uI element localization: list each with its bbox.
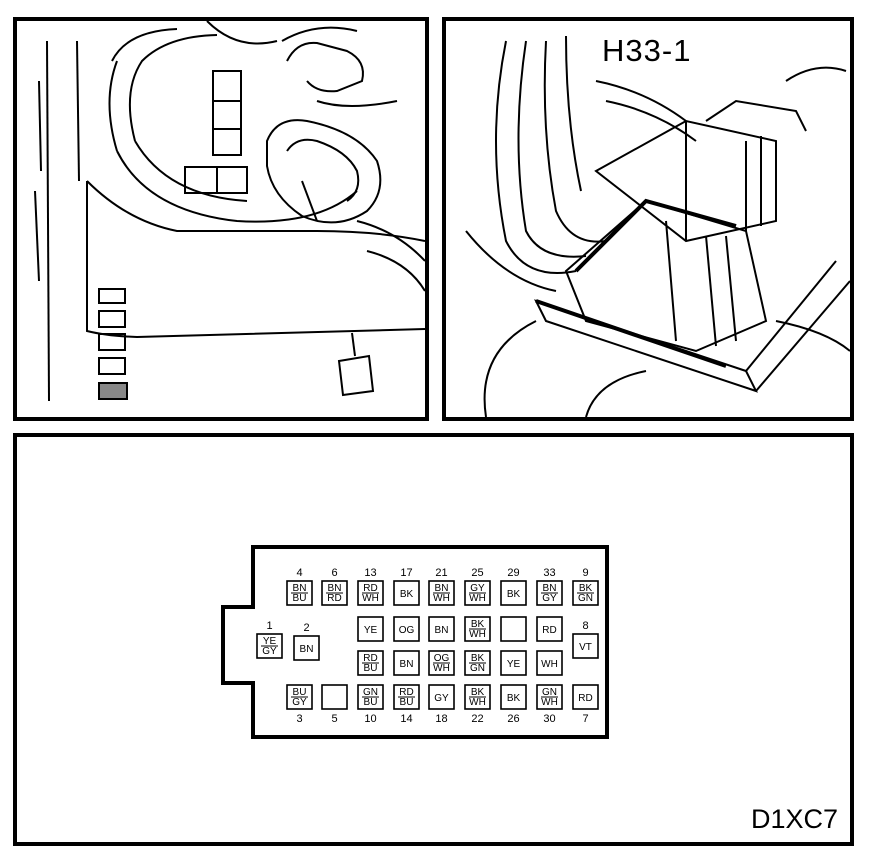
wire-color-label: WH — [541, 659, 558, 670]
pin-number-label: 8 — [582, 620, 588, 632]
pin-number-label: 3 — [296, 713, 302, 725]
wire-stripe-color-label: BU — [364, 663, 378, 674]
pin-number-label: 33 — [543, 567, 555, 579]
wire-base-color-label: BK — [471, 653, 485, 664]
wire-base-color-label: GN — [363, 687, 378, 698]
connector-locator-label: H33-1 — [598, 33, 696, 69]
wire-stripe-color-label: WH — [433, 593, 450, 604]
wire-color-label: RD — [578, 693, 592, 704]
connector-cavity — [500, 580, 527, 606]
connector-cavity — [572, 633, 599, 659]
pin-number-label: 7 — [582, 713, 588, 725]
wire-stripe-color-label: WH — [469, 697, 486, 708]
pin-number-label: 1 — [266, 620, 272, 632]
wire-stripe-color-label: WH — [433, 663, 450, 674]
wire-base-color-label: OG — [434, 653, 450, 664]
wire-base-color-label: GN — [542, 687, 557, 698]
wire-color-label: BK — [507, 589, 521, 600]
connector-pinout-diagram: BNBU4BNRD6RDWH13BK17BNWH21GYWH25BK29BNGY… — [221, 545, 609, 739]
pin-number-label: 5 — [331, 713, 337, 725]
pin-number-label: 13 — [364, 567, 376, 579]
wire-base-color-label: RD — [363, 653, 377, 664]
wire-stripe-color-label: WH — [469, 593, 486, 604]
wire-stripe-color-label: GY — [262, 646, 277, 657]
wire-base-color-label: BK — [471, 687, 485, 698]
wire-color-label: BN — [435, 625, 449, 636]
connector-cavity — [500, 616, 527, 642]
wire-stripe-color-label: BU — [400, 697, 414, 708]
connector-cavity — [572, 684, 599, 710]
connector-cavity — [500, 650, 527, 676]
connector-cavity — [357, 616, 384, 642]
wire-stripe-color-label: GY — [292, 697, 307, 708]
wire-stripe-color-label: WH — [541, 697, 558, 708]
connector-closeup-illustration — [465, 35, 850, 417]
connector-cavity — [428, 616, 455, 642]
wire-color-label: BK — [507, 693, 521, 704]
wire-stripe-color-label: GY — [542, 593, 557, 604]
wire-color-label: BN — [400, 659, 414, 670]
pin-number-label: 26 — [507, 713, 519, 725]
connector-cavity — [321, 684, 348, 710]
pin-number-label: 18 — [435, 713, 447, 725]
wire-stripe-color-label: WH — [362, 593, 379, 604]
wire-color-label: YE — [507, 659, 521, 670]
wire-stripe-color-label: GN — [578, 593, 593, 604]
wire-color-label: YE — [364, 625, 378, 636]
pin-number-label: 9 — [582, 567, 588, 579]
wire-color-label: BK — [400, 589, 414, 600]
wire-stripe-color-label: GN — [470, 663, 485, 674]
wire-stripe-color-label: WH — [469, 629, 486, 640]
pin-number-label: 29 — [507, 567, 519, 579]
pin-number-label: 21 — [435, 567, 447, 579]
wire-base-color-label: RD — [399, 687, 413, 698]
wire-base-color-label: RD — [363, 583, 377, 594]
connector-cavity — [536, 650, 563, 676]
wire-stripe-color-label: BU — [293, 593, 307, 604]
wire-base-color-label: BN — [328, 583, 342, 594]
wire-base-color-label: BN — [543, 583, 557, 594]
pin-number-label: 10 — [364, 713, 376, 725]
wire-base-color-label: BK — [471, 619, 485, 630]
highlighted-connector-location — [98, 382, 128, 400]
connector-cavity — [500, 684, 527, 710]
pin-number-label: 25 — [471, 567, 483, 579]
wire-base-color-label: BK — [579, 583, 593, 594]
pin-number-label: 2 — [303, 622, 309, 634]
wire-base-color-label: BU — [293, 687, 307, 698]
pin-number-label: 17 — [400, 567, 412, 579]
dashboard-illustration — [34, 21, 425, 402]
dashboard-location-view — [13, 17, 429, 421]
wire-color-label: RD — [542, 625, 556, 636]
wire-color-label: BN — [300, 644, 314, 655]
connector-cavity — [393, 616, 420, 642]
wire-stripe-color-label: BU — [364, 697, 378, 708]
connector-cavity — [393, 650, 420, 676]
connector-cavity — [393, 580, 420, 606]
pin-number-label: 22 — [471, 713, 483, 725]
connector-cavity — [536, 616, 563, 642]
wire-color-label: GY — [434, 693, 449, 704]
wire-base-color-label: BN — [293, 583, 307, 594]
wire-color-label: OG — [399, 625, 415, 636]
connector-cavity — [428, 684, 455, 710]
connector-closeup-view: H33-1 — [442, 17, 854, 421]
figure-code: D1XC7 — [750, 804, 838, 834]
wire-color-label: VT — [579, 642, 592, 653]
pin-number-label: 4 — [296, 567, 302, 579]
pin-number-label: 14 — [400, 713, 412, 725]
wire-base-color-label: YE — [263, 636, 277, 647]
wire-base-color-label: GY — [470, 583, 485, 594]
wire-stripe-color-label: RD — [327, 593, 341, 604]
pin-number-label: 6 — [331, 567, 337, 579]
connector-cavity — [293, 635, 320, 661]
wire-base-color-label: BN — [435, 583, 449, 594]
pin-number-label: 30 — [543, 713, 555, 725]
